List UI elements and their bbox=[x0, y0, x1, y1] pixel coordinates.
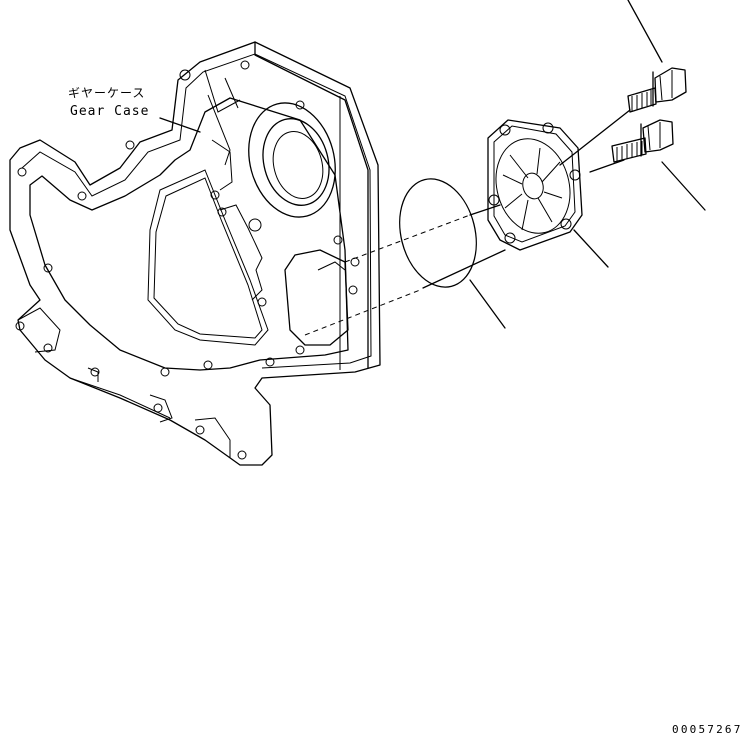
gear-case-label-jp: ギヤーケース bbox=[68, 86, 146, 100]
bolt-lower bbox=[611, 119, 706, 211]
gear-case-label-en: Gear Case bbox=[70, 104, 150, 119]
drawing-number: 00057267 bbox=[672, 723, 743, 736]
alignment-lines bbox=[304, 109, 631, 336]
gear-case-leader-line bbox=[159, 117, 201, 133]
cover-plate bbox=[487, 119, 609, 268]
gear-case-drawing bbox=[9, 41, 381, 466]
o-ring-gasket bbox=[399, 178, 506, 329]
bolt-lower-leader-line bbox=[661, 161, 706, 211]
o-ring-leader-line bbox=[469, 279, 506, 329]
bolt-upper bbox=[627, 0, 687, 113]
cover-plate-leader-line bbox=[573, 229, 609, 268]
bolt-upper-leader-line bbox=[627, 0, 663, 63]
